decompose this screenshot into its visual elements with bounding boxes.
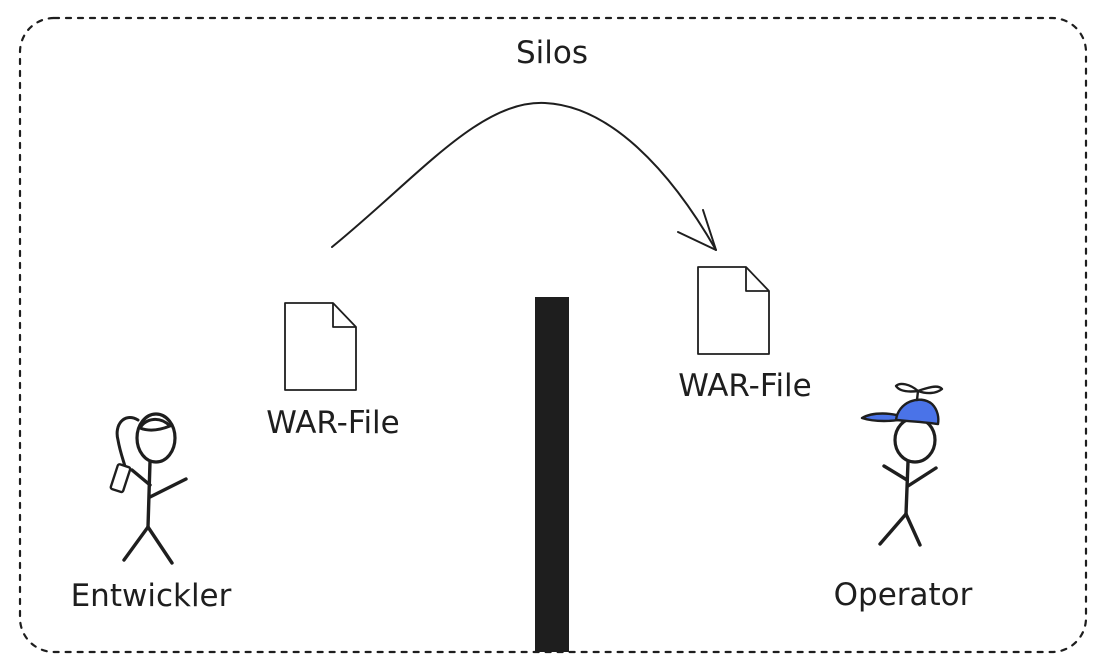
cap-dome (894, 398, 940, 426)
silo-wall (535, 297, 569, 652)
handoff-arrow (331, 101, 717, 251)
propeller-icon (894, 382, 944, 395)
diagram-title: Silos (516, 35, 588, 71)
operator-figure (860, 382, 944, 547)
dev-file-label: WAR-File (266, 405, 400, 441)
document-icon (284, 302, 357, 391)
operator-label: Operator (834, 577, 973, 613)
ops-file-label: WAR-File (678, 368, 812, 404)
phone-icon (109, 463, 132, 494)
silo-frame (18, 16, 1088, 654)
developer-label: Entwickler (71, 578, 232, 614)
developer-figure (109, 412, 188, 565)
document-icon (697, 266, 770, 355)
